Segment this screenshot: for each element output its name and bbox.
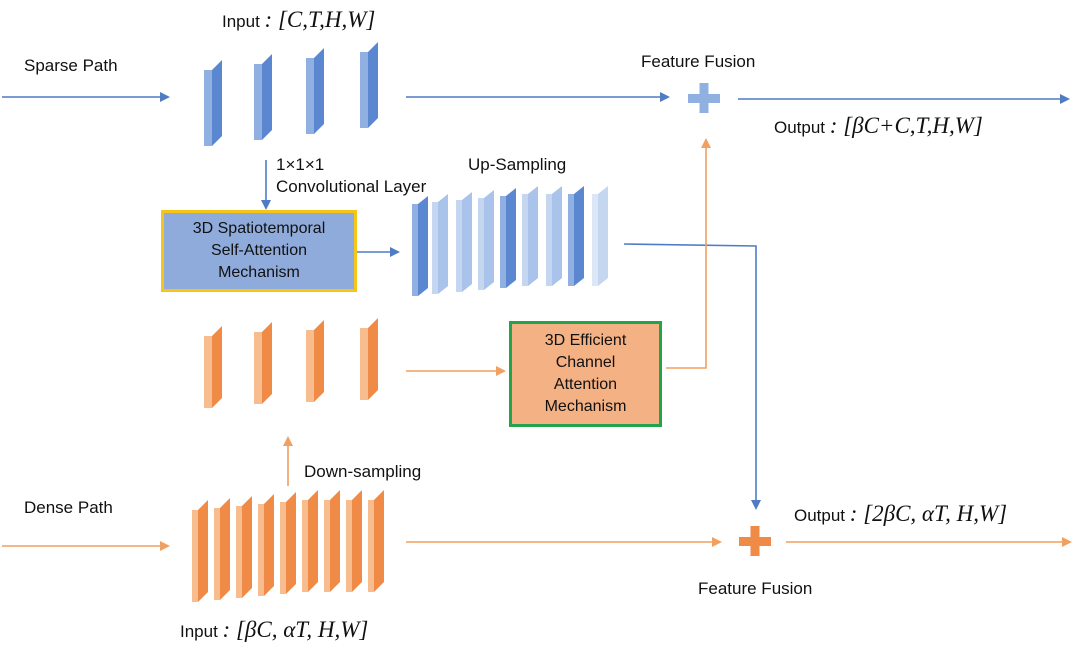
sparse-path-label: Sparse Path [24,56,118,75]
input-bottom-prefix: Input [180,622,218,641]
eca-box-line1: 3D Efficient [544,332,627,349]
upsampled-feature-maps [412,186,608,296]
up-sampling-label: Up-Sampling [468,155,567,174]
spatiotemporal-attention-box: 3D Spatiotemporal Self-Attention Mechani… [161,210,357,292]
output-bottom-label: Output : [2βC, αT, H,W] [794,501,1008,526]
input-bottom-label: Input : [βC, αT, H,W] [180,617,369,642]
output-top-shape: : [βC+C,T,H,W] [829,113,983,138]
eca-to-top-fusion-arrow [666,138,711,369]
feature-fusion-top-plus-icon [688,83,720,113]
output-top-label: Output : [βC+C,T,H,W] [774,113,983,138]
input-top-shape: : [C,T,H,W] [264,7,376,32]
efficient-channel-attention-box: 3D Efficient Channel Attention Mechanism [509,321,662,427]
sparse-input-feature-maps [204,42,378,146]
down-sampling-label: Down-sampling [304,462,422,481]
downsampled-feature-maps [204,318,378,408]
input-top-label: Input : [C,T,H,W] [222,7,376,32]
dense-path-label: Dense Path [24,498,113,517]
spatiotemporal-box-line2: Self-Attention [210,242,308,259]
conv-layer-label-line1: 1×1×1 [276,155,325,174]
output-bottom-prefix: Output [794,506,846,525]
feature-fusion-bottom-label: Feature Fusion [698,579,813,598]
eca-box-line4: Mechanism [544,398,627,415]
feature-fusion-top-label: Feature Fusion [641,52,756,71]
input-bottom-shape: : [βC, αT, H,W] [222,617,369,642]
feature-fusion-bottom-plus-icon [739,526,771,556]
conv-layer-label-line2: Convolutional Layer [276,177,427,196]
output-bottom-shape: : [2βC, αT, H,W] [849,501,1008,526]
dense-input-feature-maps [192,490,384,602]
eca-box-line2: Channel [555,354,616,371]
output-top-prefix: Output [774,118,826,137]
eca-box-line3: Attention [553,376,618,393]
spatiotemporal-box-line3: Mechanism [218,264,300,281]
spatiotemporal-box-line1: 3D Spatiotemporal [192,220,326,237]
input-top-prefix: Input [222,12,260,31]
upsampling-to-bottom-fusion-arrow [623,243,761,510]
